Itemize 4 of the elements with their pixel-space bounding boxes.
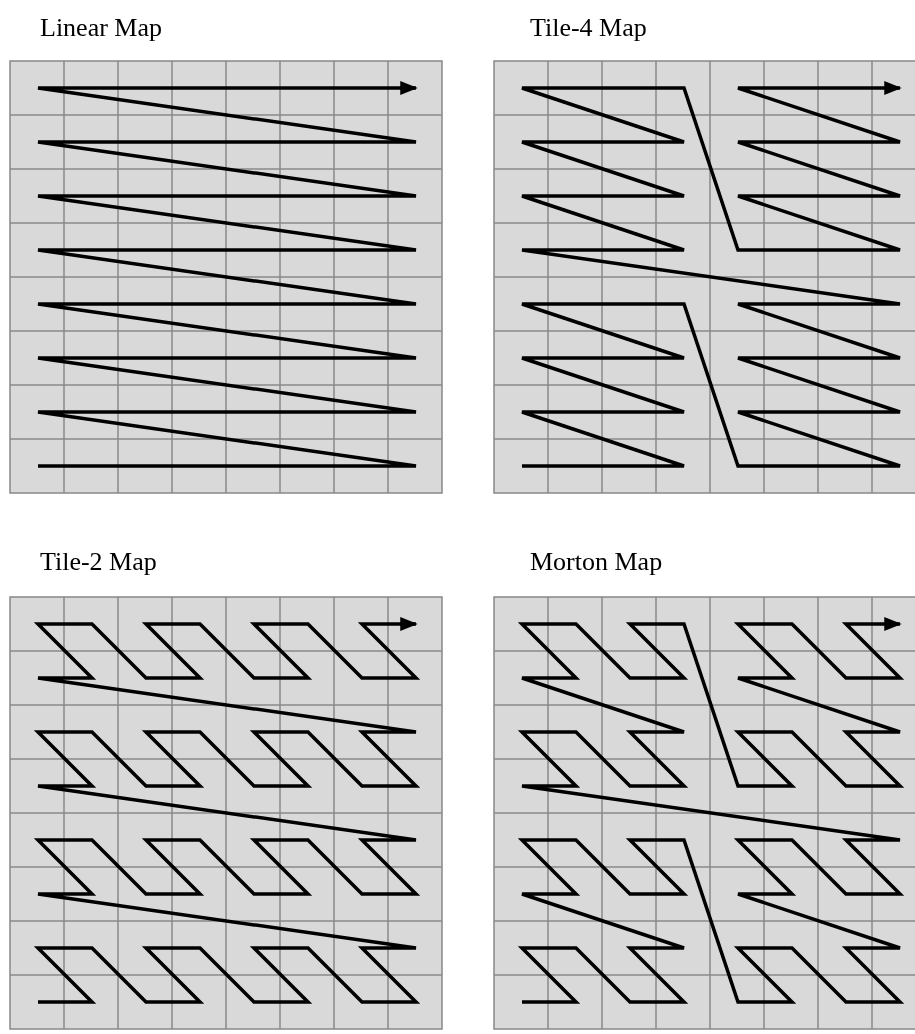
- panel-title: Tile-2 Map: [40, 548, 157, 577]
- panel-title: Linear Map: [40, 14, 162, 43]
- panel-title: Morton Map: [530, 548, 663, 577]
- panel-title: Tile-4 Map: [530, 14, 647, 43]
